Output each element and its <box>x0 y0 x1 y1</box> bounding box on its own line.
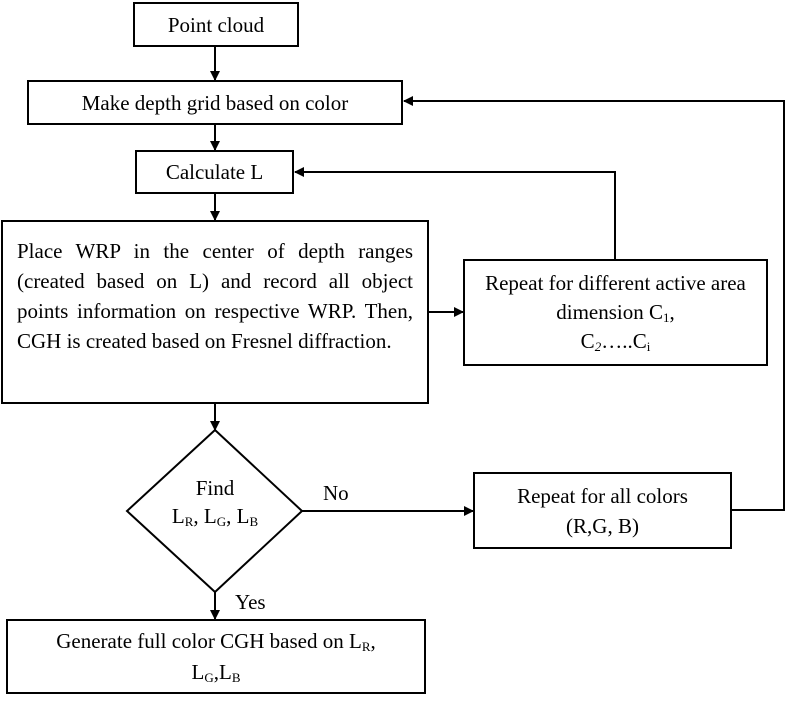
calculate-l-box: Calculate L <box>135 150 294 194</box>
place-wrp-box: Place WRP in the center of depth ranges … <box>1 220 429 404</box>
point-cloud-box: Point cloud <box>133 2 299 47</box>
generate-text: Generate full color CGH based on LR, LG,… <box>56 628 376 685</box>
repeat-area-text: Repeat for different active area dimensi… <box>485 271 746 354</box>
calculate-l-label: Calculate L <box>165 160 264 184</box>
find-decision-diamond <box>125 428 304 594</box>
repeat-colors-box: Repeat for all colors (R,G, B) <box>473 472 732 549</box>
depth-grid-box: Make depth grid based on color <box>27 80 403 125</box>
repeat-area-box: Repeat for different active area dimensi… <box>463 259 768 366</box>
repeat-colors-line1: Repeat for all colors <box>517 483 688 508</box>
place-wrp-text: Place WRP in the center of depth ranges … <box>17 239 413 353</box>
loop-repeat-colors-to-depthgrid <box>403 96 785 511</box>
edge-label-no: No <box>323 481 349 505</box>
generate-box: Generate full color CGH based on LR, LG,… <box>6 619 426 694</box>
edge-label-yes: Yes <box>235 590 266 614</box>
depth-grid-label: Make depth grid based on color <box>81 90 349 115</box>
loop-repeat-area-to-calcl <box>294 167 616 259</box>
find-decision-text: Find LR, LG, LB <box>171 476 259 529</box>
point-cloud-label: Point cloud <box>167 12 265 37</box>
repeat-colors-line2: (R,G, B) <box>566 513 639 538</box>
